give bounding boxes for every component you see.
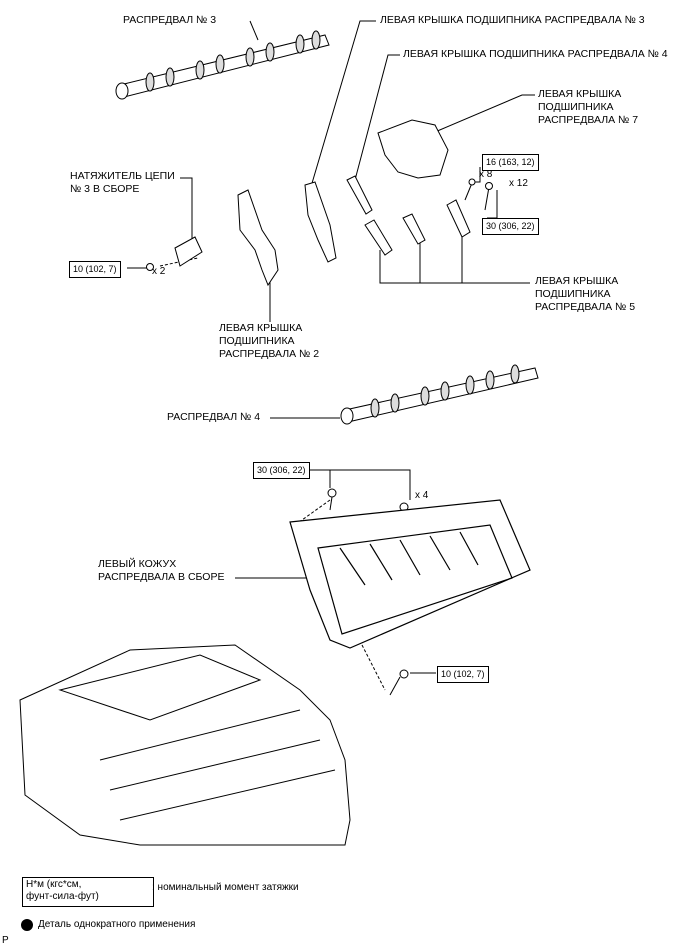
qty-x2: x 2: [152, 266, 166, 277]
qty-x4: x 4: [415, 490, 429, 501]
leader-cap5: [379, 250, 530, 284]
leader-cap3: [309, 20, 376, 191]
corner-mark: P: [2, 935, 9, 946]
label-housing: ЛЕВЫЙ КОЖУХ РАСПРЕДВАЛА В СБОРЕ: [98, 558, 225, 583]
leader-cap4: [354, 54, 400, 181]
legend-torque-box: Н*м (кгс*см, фунт-сила-фут): [22, 877, 154, 907]
label-bearing-cap-7: ЛЕВАЯ КРЫШКА ПОДШИПНИКА РАСПРЕДВАЛА № 7: [538, 88, 639, 126]
leader-t30caps: [487, 190, 498, 219]
bearing-cap-4: [346, 175, 373, 215]
legend-nonreusable: Деталь однократного применения: [38, 919, 196, 930]
bearing-cap-7: [377, 119, 449, 179]
label-bearing-cap-2: ЛЕВАЯ КРЫШКА ПОДШИПНИКА РАСПРЕДВАЛА № 2: [219, 322, 320, 360]
torque-box-10-tensioner: 10 (102, 7): [69, 261, 121, 278]
torque-box-30-housing: 30 (306, 22): [253, 462, 310, 479]
bearing-cap-parts: [174, 119, 471, 287]
torque-box-30-caps: 30 (306, 22): [482, 218, 539, 235]
engine-block: [19, 644, 351, 846]
label-bearing-cap-4: ЛЕВАЯ КРЫШКА ПОДШИПНИКА РАСПРЕДВАЛА № 4: [403, 48, 668, 60]
leader-tensioner: [180, 177, 193, 240]
bearing-cap-3: [304, 181, 337, 263]
leader-camshaft3: [249, 20, 259, 41]
torque-box-16: 16 (163, 12): [482, 154, 539, 171]
bearing-cap-5c: [446, 199, 471, 238]
label-camshaft-4: РАСПРЕДВАЛ № 4: [167, 411, 261, 423]
chain-tensioner-body: [174, 236, 203, 267]
bolts: [146, 178, 493, 696]
torque-box-10-housing: 10 (102, 7): [437, 666, 489, 683]
label-bearing-cap-3: ЛЕВАЯ КРЫШКА ПОДШИПНИКА РАСПРЕДВАЛА № 3: [380, 14, 645, 26]
camshaft-housing: [289, 499, 531, 649]
bearing-cap-5a: [364, 219, 393, 256]
leader-cap7: [434, 94, 535, 133]
bearing-cap-2: [237, 189, 279, 287]
qty-x8: x 8: [479, 169, 493, 180]
bearing-cap-5b: [402, 213, 426, 245]
legend-torque-desc: : номинальный момент затяжки: [152, 882, 299, 893]
camshaft-4: [340, 364, 539, 425]
nonreusable-marker-icon: [21, 919, 33, 931]
label-bearing-cap-5: ЛЕВАЯ КРЫШКА ПОДШИПНИКА РАСПРЕДВАЛА № 5: [535, 275, 636, 313]
qty-x12: x 12: [509, 178, 528, 189]
label-camshaft-3: РАСПРЕДВАЛ № 3: [123, 14, 217, 26]
camshaft-3: [115, 30, 330, 100]
label-chain-tensioner: НАТЯЖИТЕЛЬ ЦЕПИ № 3 В СБОРЕ: [70, 170, 175, 195]
